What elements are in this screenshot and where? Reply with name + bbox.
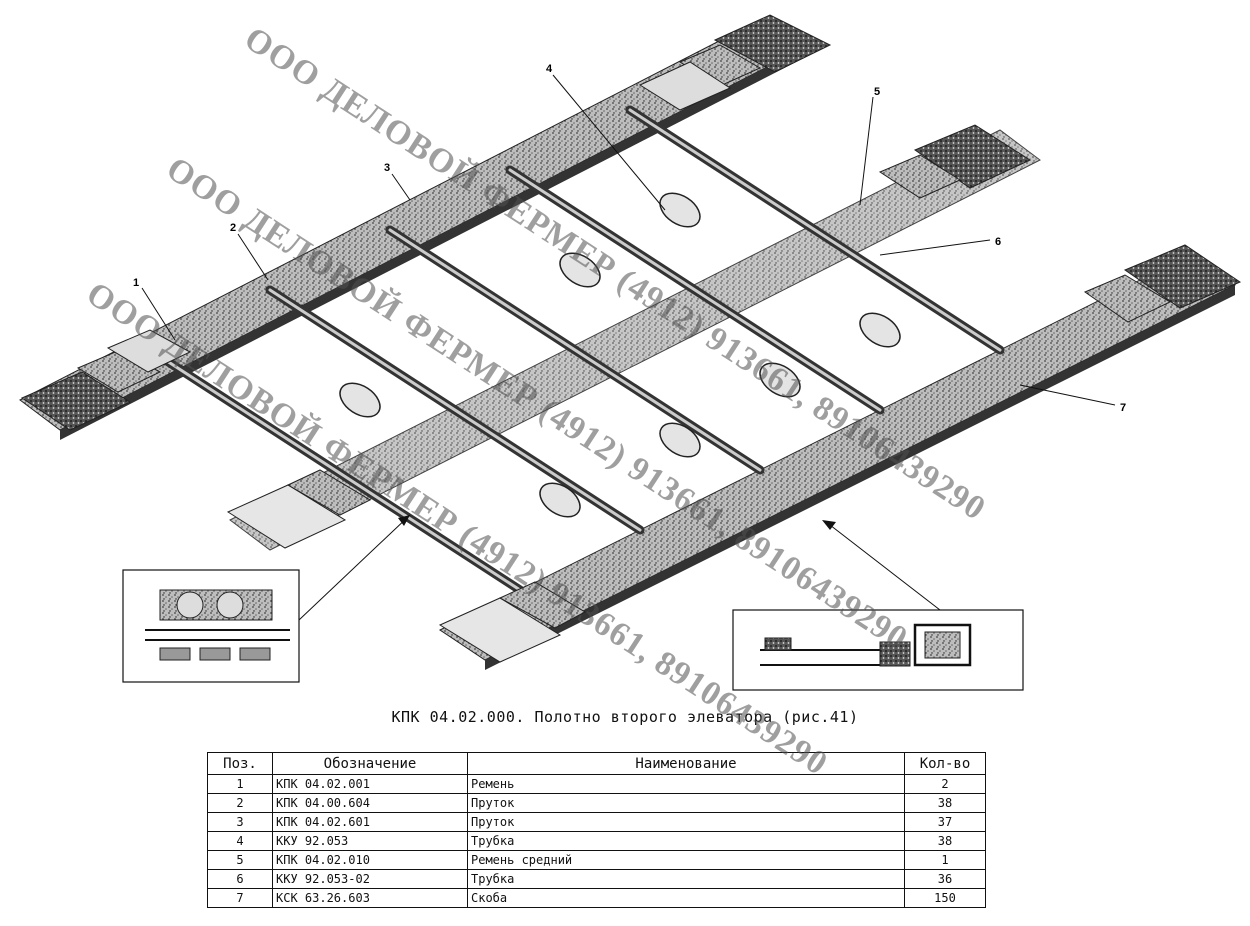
cell-code: КПК 04.00.604 <box>272 793 468 813</box>
cell-name: Скоба <box>467 888 905 908</box>
table-row: 3 КПК 04.02.601 Пруток 37 <box>207 812 986 832</box>
cell-pos: 6 <box>207 869 273 889</box>
exploded-pads-bottom-left <box>226 469 372 549</box>
cell-code: КСК 63.26.603 <box>272 888 468 908</box>
table-row: 4 ККУ 92.053 Трубка 38 <box>207 831 986 851</box>
callout-4: 4 <box>546 63 553 75</box>
cell-qty: 150 <box>904 888 986 908</box>
exploded-pads-top <box>638 14 832 111</box>
table-row: 7 КСК 63.26.603 Скоба 150 <box>207 888 986 908</box>
cell-qty: 36 <box>904 869 986 889</box>
cell-code: КПК 04.02.010 <box>272 850 468 870</box>
parts-table: Поз. Обозначение Наименование Кол-во 1 К… <box>207 752 986 908</box>
exploded-pads-right <box>1083 244 1242 323</box>
table-row: 2 КПК 04.00.604 Пруток 38 <box>207 793 986 813</box>
cell-qty: 38 <box>904 793 986 813</box>
callout-6: 6 <box>995 236 1001 248</box>
callout-leaders <box>141 74 1116 406</box>
header-name: Наименование <box>467 752 905 775</box>
callout-7: 7 <box>1120 402 1126 414</box>
cell-name: Трубка <box>467 869 905 889</box>
table-header-row: Поз. Обозначение Наименование Кол-во <box>207 752 986 775</box>
exploded-pads-bottom-right <box>438 581 587 663</box>
cell-qty: 38 <box>904 831 986 851</box>
cell-pos: 2 <box>207 793 273 813</box>
figure-caption: КПК 04.02.000. Полотно второго элеватора… <box>391 708 859 726</box>
callout-2: 2 <box>230 222 236 234</box>
cell-code: ККУ 92.053-02 <box>272 869 468 889</box>
cell-name: Пруток <box>467 812 905 832</box>
table-row: 5 КПК 04.02.010 Ремень средний 1 <box>207 850 986 870</box>
detail-inset-left <box>122 514 411 683</box>
callout-5: 5 <box>874 86 880 98</box>
cell-qty: 37 <box>904 812 986 832</box>
cell-pos: 7 <box>207 888 273 908</box>
exploded-pads-mid <box>878 124 1032 199</box>
middle-belt <box>229 129 1041 551</box>
callout-3: 3 <box>384 162 390 174</box>
tubes <box>339 192 901 518</box>
elevator-assembly-drawing: 1 2 3 4 5 6 7 <box>19 14 1242 691</box>
cell-name: Трубка <box>467 831 905 851</box>
cell-pos: 4 <box>207 831 273 851</box>
right-belt <box>439 254 1236 670</box>
cross-rods-highlight <box>148 108 1002 592</box>
cell-name: Ремень средний <box>467 850 905 870</box>
callout-1: 1 <box>133 277 139 289</box>
cell-code: КПК 04.02.601 <box>272 812 468 832</box>
cell-name: Ремень <box>467 774 905 794</box>
cell-pos: 5 <box>207 850 273 870</box>
header-pos: Поз. <box>207 752 273 775</box>
cell-pos: 3 <box>207 812 273 832</box>
header-code: Обозначение <box>272 752 468 775</box>
cell-code: КПК 04.02.001 <box>272 774 468 794</box>
cell-pos: 1 <box>207 774 273 794</box>
table-row: 6 ККУ 92.053-02 Трубка 36 <box>207 869 986 889</box>
header-qty: Кол-во <box>904 752 986 775</box>
exploded-pads-left <box>20 329 192 431</box>
table-row: 1 КПК 04.02.001 Ремень 2 <box>207 774 986 794</box>
detail-inset-right <box>732 520 1024 691</box>
cell-qty: 2 <box>904 774 986 794</box>
cell-code: ККУ 92.053 <box>272 831 468 851</box>
cell-name: Пруток <box>467 793 905 813</box>
cell-qty: 1 <box>904 850 986 870</box>
